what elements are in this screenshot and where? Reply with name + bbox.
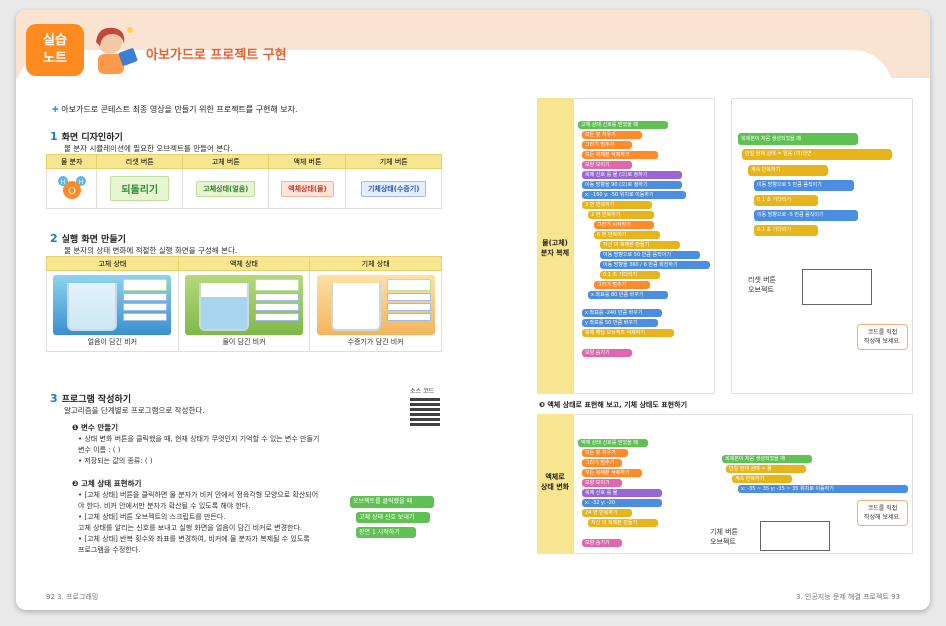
water-molecule-icon: O H H: [57, 175, 86, 199]
th-gas-button: 기체 버튼: [345, 154, 442, 169]
book-spread: 실습 노트 아보가드로 프로젝트 구현 ✚ 아보가드로 콘테스트 최종 영상을 …: [16, 10, 930, 610]
side-label-1: 물(고체) 분자 복제: [537, 98, 573, 394]
th-water-molecule: 물 분자: [45, 154, 98, 169]
th-liquid-state: 액체 상태: [177, 256, 311, 271]
sub1-list: • 상태 변화 버튼을 클릭했을 때, 현재 상태가 무엇인지 기억할 수 있는…: [78, 435, 320, 465]
th-gas-state: 기체 상태: [309, 256, 442, 271]
gas-caption: 수증기가 담긴 비커: [347, 338, 404, 346]
hint-bubble-1: 코드를 직접 작성해 보세요.: [857, 324, 908, 350]
page-title: 아보가드로 프로젝트 구현: [146, 48, 287, 63]
side-label-2: 액체로 상태 변화: [537, 414, 573, 554]
reset-button-sample: 되돌리기: [110, 176, 170, 201]
svg-text:O: O: [68, 186, 76, 197]
left-page: 실습 노트 아보가드로 프로젝트 구현 ✚ 아보가드로 콘테스트 최종 영상을 …: [16, 10, 473, 610]
sub2-list: • [고체 상태] 버튼을 클릭하면 물 분자가 비커 안에서 정육각형 모양으…: [78, 491, 319, 554]
right-page-number: 3. 인공지능 문제 해결 프로젝트 93: [795, 593, 900, 601]
practice-note-badge: 실습 노트: [26, 24, 84, 76]
th-solid-state: 고체 상태: [46, 256, 179, 271]
section-1-desc: 물 분자 시뮬레이션에 필요한 오브젝트를 만들어 본다.: [64, 144, 233, 153]
solid-button-sample: 고체상태(얼음): [196, 180, 256, 197]
svg-text:H: H: [78, 179, 83, 186]
intro-text: ✚ 아보가드로 콘테스트 최종 영상을 만들기 위한 프로젝트를 구현해 보자.: [52, 105, 298, 114]
right-header: [473, 10, 930, 90]
svg-text:H: H: [60, 179, 65, 186]
solid-caption: 얼음이 담긴 비커: [87, 338, 138, 346]
qr-code-icon[interactable]: [410, 396, 440, 426]
object-table: 물 분자 리셋 버튼 고체 버튼 액체 버튼 기체 버튼 O H H 되돌리기: [45, 154, 442, 209]
section-3-heading: ❸ 액체 상태로 표현해 보고, 기체 상태도 표현하기: [539, 401, 688, 409]
gas-code-box: [760, 521, 830, 551]
water-molecule-cell: O H H: [45, 168, 98, 209]
section-2-desc: 물 분자의 상태 변화에 적절한 실행 화면을 구성해 본다.: [64, 246, 238, 255]
code-panel-1: 고체 상태 신호를 받았을 때 모든 붓 지우기 그리기 멈추기 모든 복제본 …: [573, 98, 715, 394]
solid-button-code: 오브젝트를 클릭했을 때 고체 상태 신호 보내기 장면 1 시작하기: [346, 492, 436, 550]
th-solid-button: 고체 버튼: [182, 154, 270, 169]
code-panel-3: 액체 상태 신호를 받았을 때 모든 붓 지우기 그리기 멈추기 모든 복제본 …: [573, 414, 913, 554]
section-3-desc: 알고리즘을 단계별로 프로그램으로 작성한다.: [64, 406, 205, 415]
reset-code-box: [802, 269, 872, 305]
left-page-number: 92 3. 프로그래밍: [46, 593, 99, 601]
sub2-title: ❷ 고체 상태 표현하기: [72, 479, 142, 488]
th-reset-button: 리셋 버튼: [96, 154, 184, 169]
qr-label: 소스 코드: [410, 388, 434, 395]
left-header: [16, 10, 473, 90]
solid-scene: [53, 275, 172, 335]
liquid-scene: [184, 275, 303, 335]
th-liquid-button: 액체 버튼: [268, 154, 347, 169]
liquid-caption: 물이 담긴 비커: [222, 338, 266, 346]
hint-bubble-2: 코드를 직접 작성해 보세요.: [857, 500, 908, 526]
reset-object-label: 리셋 버튼 오브젝트: [748, 276, 776, 294]
liquid-button-sample: 액체상태(물): [281, 180, 334, 197]
gas-button-sample: 기체상태(수증기): [360, 180, 427, 197]
gas-object-label: 기체 버튼 오브젝트: [710, 528, 738, 546]
screen-table: 고체 상태 액체 상태 기체 상태 얼음이 담긴 비커: [46, 256, 442, 352]
gas-scene: [316, 275, 435, 335]
sub1-title: ❶ 변수 만들기: [72, 423, 119, 432]
right-page: 물(고체) 분자 복제 고체 상태 신호를 받았을 때 모든 붓 지우기 그리기…: [473, 10, 930, 610]
student-illustration-icon: [96, 27, 138, 74]
